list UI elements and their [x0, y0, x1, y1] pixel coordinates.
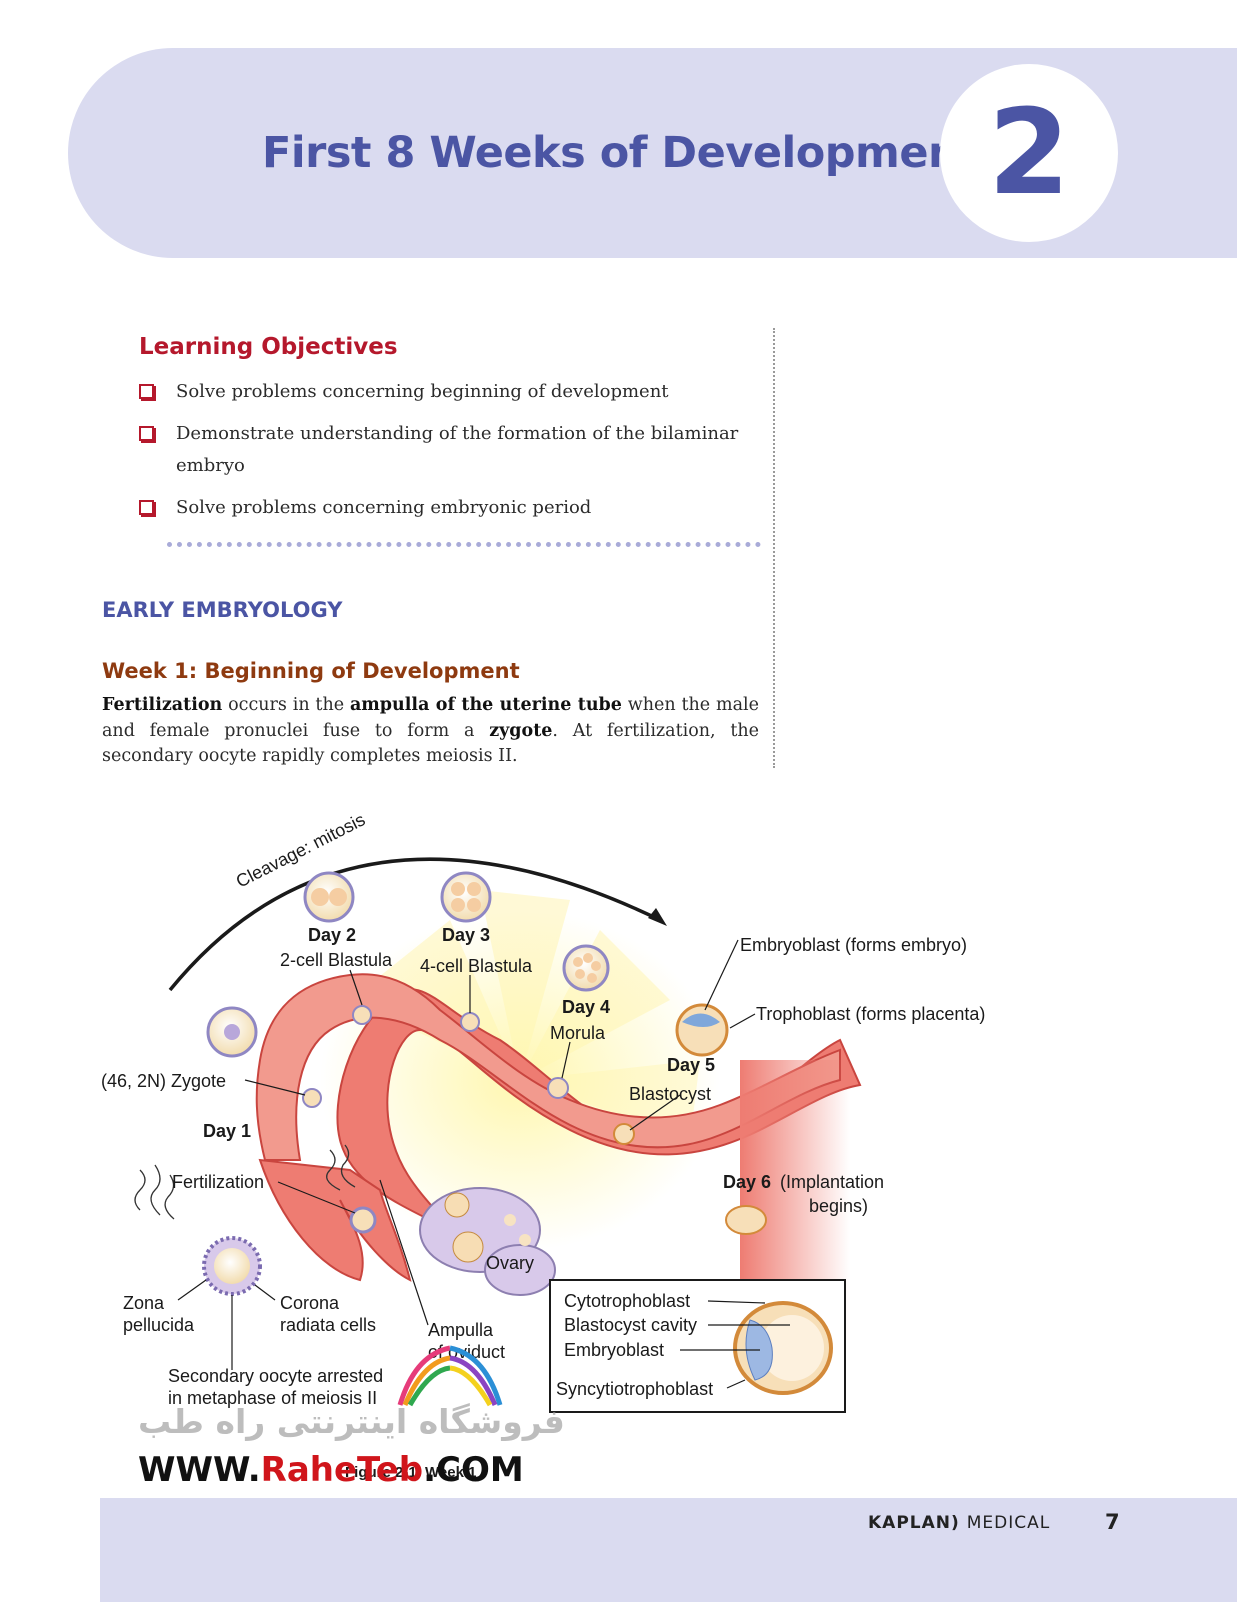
label-zona-2: pellucida [123, 1315, 195, 1335]
learning-objectives-heading: Learning Objectives [139, 334, 398, 360]
label-embryoblast: Embryoblast (forms embryo) [740, 935, 967, 955]
label-oocyte-1: Secondary oocyte arrested [168, 1366, 383, 1386]
ovary [419, 1187, 556, 1296]
inset-label-embryoblast: Embryoblast [564, 1340, 664, 1360]
chapter-number-circle [940, 64, 1118, 242]
term-ampulla: ampulla of the uterine tube [349, 695, 622, 715]
checkbox-icon [139, 500, 154, 515]
objective-item: Demonstrate understanding of the formati… [139, 418, 739, 482]
subsection-heading: Week 1: Beginning of Development [102, 659, 520, 683]
chapter-number: 2 [987, 83, 1071, 221]
label-day5-desc: Blastocyst [629, 1084, 711, 1104]
watermark-persian: فروشگاه اینترنتی راه طب [138, 1402, 565, 1441]
page-footer [100, 1498, 1237, 1602]
label-oocyte-2: in metaphase of meiosis II [168, 1388, 377, 1408]
learning-objectives-list: Solve problems concerning beginning of d… [139, 376, 739, 534]
inset-label-blastocyst-cavity: Blastocyst cavity [564, 1315, 697, 1335]
label-day1: Day 1 [203, 1121, 251, 1141]
cleavage-arrow [168, 857, 667, 992]
label-day3: Day 3 [442, 925, 490, 945]
watermark-url: WWW.RaheTeb.COM [138, 1450, 524, 1490]
label-day2: Day 2 [308, 925, 356, 945]
label-ampulla-1: Ampulla [428, 1320, 494, 1340]
objectives-divider [167, 542, 761, 547]
watermark-logo-icon [397, 1345, 503, 1407]
objective-text: Solve problems concerning beginning of d… [176, 381, 669, 402]
label-corona-2: radiata cells [280, 1315, 376, 1335]
section-heading: EARLY EMBRYOLOGY [102, 598, 343, 622]
label-day6-desc1: (Implantation [780, 1172, 884, 1192]
week1-figure: Cleavage: mitosis [101, 809, 985, 1481]
column-divider [773, 328, 775, 768]
label-day6-desc2: begins) [809, 1196, 868, 1216]
label-day4: Day 4 [562, 997, 610, 1017]
inset-label-cytotrophoblast: Cytotrophoblast [564, 1291, 690, 1311]
label-day6: Day 6 [723, 1172, 771, 1192]
objective-text: Solve problems concerning embryonic peri… [176, 497, 592, 518]
chapter-title: First 8 Weeks of Development [262, 128, 979, 178]
checkbox-icon [139, 384, 154, 399]
objective-item: Solve problems concerning embryonic peri… [139, 492, 739, 524]
checkbox-icon [139, 426, 154, 441]
term-zygote: zygote [489, 720, 553, 741]
embryo-stages [202, 871, 767, 1296]
inset-label-syncytiotrophoblast: Syncytiotrophoblast [556, 1379, 713, 1399]
label-zona-1: Zona [123, 1293, 165, 1313]
label-day3-desc: 4-cell Blastula [420, 956, 533, 976]
label-day5: Day 5 [667, 1055, 715, 1075]
sperm-icon [134, 1144, 356, 1220]
objective-item: Solve problems concerning beginning of d… [139, 376, 739, 408]
term-fertilization: Fertilization [102, 695, 223, 715]
blastocyst-inset [549, 1279, 846, 1413]
label-day4-desc: Morula [550, 1023, 606, 1043]
label-zygote: (46, 2N) Zygote [101, 1071, 226, 1091]
figure-caption: Figure 2-1. Week 1 [345, 1464, 476, 1481]
objective-text: Demonstrate understanding of the formati… [176, 423, 739, 476]
label-trophoblast: Trophoblast (forms placenta) [756, 1004, 985, 1024]
label-day2-desc: 2-cell Blastula [280, 950, 393, 970]
label-ovary: Ovary [486, 1253, 534, 1273]
leader-lines [177, 939, 756, 1370]
page-number: 7 [1105, 1510, 1120, 1534]
footer-brand: KAPLAN) MEDICAL [868, 1513, 1051, 1533]
arc-label: Cleavage: mitosis [233, 809, 369, 891]
label-corona-1: Corona [280, 1293, 340, 1313]
label-fertilization: Fertilization [172, 1172, 264, 1192]
body-paragraph: Fertilization occurs in the ampulla of t… [102, 695, 759, 766]
